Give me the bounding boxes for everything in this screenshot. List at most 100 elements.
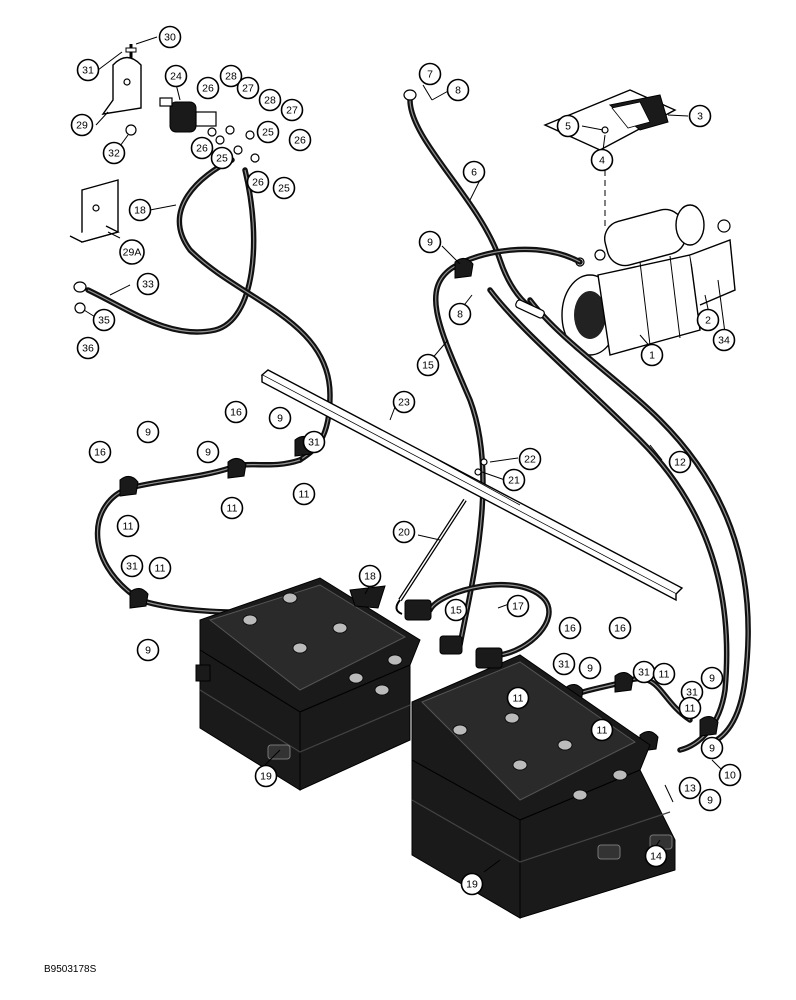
callout-7: 7	[418, 62, 442, 86]
callout-18: 18	[128, 198, 152, 222]
callout-label: 9	[587, 663, 593, 675]
callout-31: 31	[302, 430, 326, 454]
callout-label: 19	[466, 879, 478, 891]
callout-label: 28	[225, 71, 237, 83]
callout-label: 9	[707, 795, 713, 807]
callout-label: 25	[278, 183, 290, 195]
battery-connectors	[349, 585, 503, 669]
callout-label: 16	[564, 623, 576, 635]
callout-9: 9	[700, 666, 724, 690]
callout-8: 8	[448, 302, 472, 326]
callout-label: 30	[164, 32, 176, 44]
callout-label: 32	[108, 148, 120, 160]
callout-label: 20	[398, 527, 410, 539]
callout-9: 9	[136, 420, 160, 444]
callout-21: 21	[502, 468, 526, 492]
callout-11: 11	[292, 482, 316, 506]
callout-label: 25	[216, 153, 228, 165]
callout-label: 36	[82, 343, 94, 355]
callout-9: 9	[268, 406, 292, 430]
callout-label: 9	[427, 237, 433, 249]
cable-lugs	[73, 89, 545, 319]
callout-4: 4	[590, 148, 614, 172]
callout-label: 31	[638, 667, 650, 679]
hold-down-bar	[260, 369, 684, 602]
battery-right	[411, 654, 676, 919]
callout-label: 17	[512, 601, 524, 613]
callout-label: 21	[508, 475, 520, 487]
callout-9: 9	[418, 230, 442, 254]
callout-26: 26	[288, 128, 312, 152]
callout-14: 14	[644, 844, 668, 868]
callout-label: 28	[264, 95, 276, 107]
callout-label: 2	[705, 315, 711, 327]
hold-down-rod	[395, 498, 467, 615]
callout-11: 11	[678, 696, 702, 720]
callout-11: 11	[116, 514, 140, 538]
callout-label: 16	[614, 623, 626, 635]
callout-9: 9	[698, 788, 722, 812]
callout-29: 29	[70, 113, 94, 137]
callout-label: 11	[155, 563, 166, 575]
callout-label: 26	[294, 135, 306, 147]
callout-13: 13	[678, 776, 702, 800]
callout-9: 9	[578, 656, 602, 680]
callout-9: 9	[136, 638, 160, 662]
callout-11: 11	[506, 686, 530, 710]
callout-33: 33	[136, 272, 160, 296]
callout-label: 12	[674, 457, 686, 469]
callout-label: 26	[196, 143, 208, 155]
callout-27: 27	[236, 76, 260, 100]
callout-1: 1	[640, 343, 664, 367]
callout-15: 15	[416, 353, 440, 377]
starter-shield	[543, 89, 677, 230]
callout-17: 17	[506, 594, 530, 618]
callout-25: 25	[272, 176, 296, 200]
callout-20: 20	[392, 520, 416, 544]
callout-label: 16	[230, 407, 242, 419]
callout-label: 19	[260, 771, 272, 783]
callout-label: 25	[262, 127, 274, 139]
disconnect-switch	[159, 97, 260, 163]
callout-label: 9	[205, 447, 211, 459]
callout-label: 9	[145, 427, 151, 439]
callout-label: 16	[94, 447, 106, 459]
callout-label: 35	[98, 315, 110, 327]
callout-35: 35	[92, 308, 116, 332]
callout-label: 6	[471, 167, 477, 179]
callout-label: 11	[299, 489, 310, 501]
callout-label: 11	[513, 693, 524, 705]
callout-label: 15	[422, 360, 434, 372]
callout-label: 24	[170, 71, 182, 83]
callout-26: 26	[246, 170, 270, 194]
callout-label: 9	[145, 645, 151, 657]
callout-5: 5	[556, 114, 580, 138]
callout-label: 31	[686, 687, 698, 699]
callout-18: 18	[358, 564, 382, 588]
callout-label: 10	[724, 770, 736, 782]
callout-label: 8	[455, 85, 461, 97]
callout-24: 24	[164, 64, 188, 88]
callout-label: 7	[427, 69, 433, 81]
callout-26: 26	[190, 136, 214, 160]
callout-label: 18	[134, 205, 146, 217]
callout-26: 26	[196, 76, 220, 100]
callout-label: 3	[697, 111, 703, 123]
callout-32: 32	[102, 141, 126, 165]
callout-label: 34	[718, 335, 730, 347]
callout-label: 9	[277, 413, 283, 425]
callout-9: 9	[196, 440, 220, 464]
callout-2: 2	[696, 308, 720, 332]
callout-label: 5	[565, 121, 571, 133]
callout-label: 11	[685, 703, 696, 715]
callout-label: 11	[123, 521, 134, 533]
callout-31: 31	[120, 554, 144, 578]
callout-3: 3	[688, 104, 712, 128]
callout-11: 11	[652, 662, 676, 686]
callout-label: 9	[709, 743, 715, 755]
callout-label: 14	[650, 851, 662, 863]
callout-22: 22	[518, 447, 542, 471]
callout-36: 36	[76, 336, 100, 360]
callout-31: 31	[76, 58, 100, 82]
callout-label: 26	[202, 83, 214, 95]
